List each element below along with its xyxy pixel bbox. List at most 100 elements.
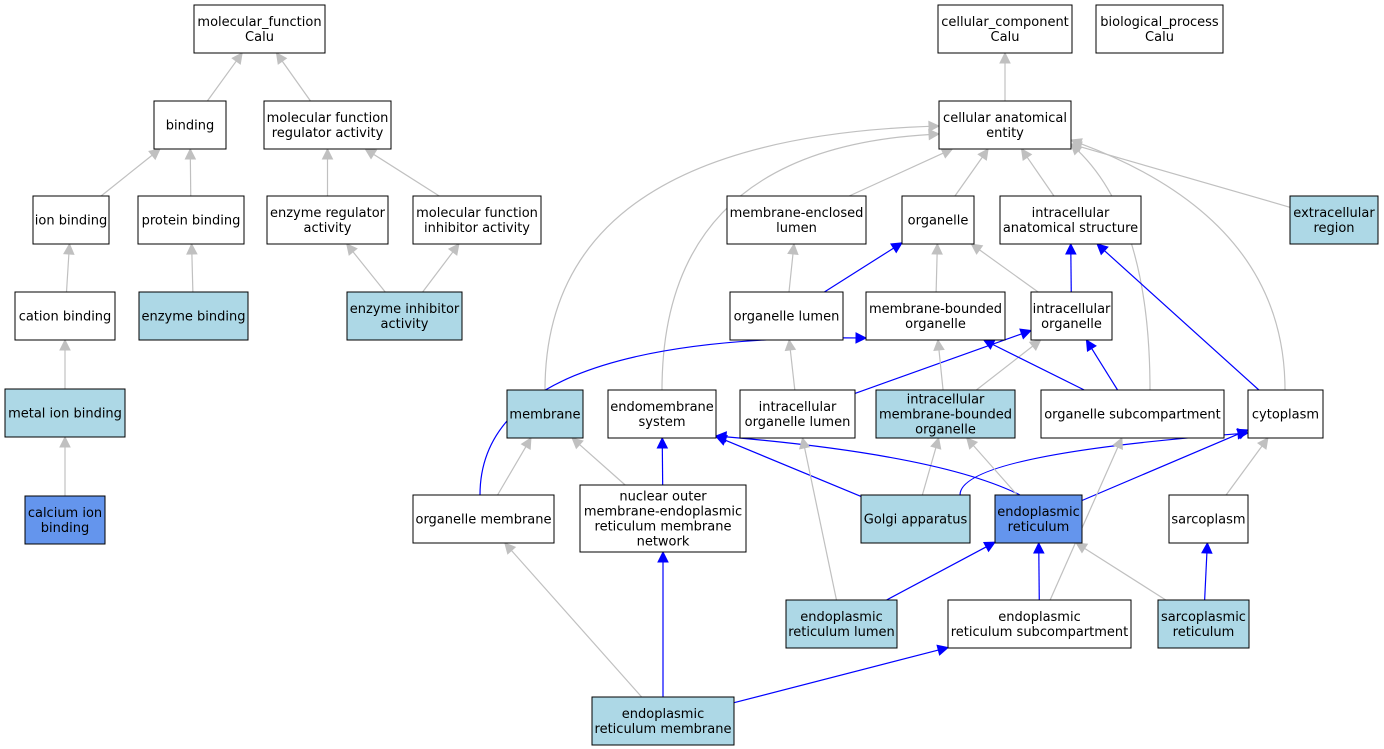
term-node-metal-ion-binding[interactable]: metal ion binding [4, 388, 126, 438]
term-label-line: ion binding [35, 214, 107, 229]
edge-org_sub-to-cae [1070, 143, 1151, 391]
edge-layer [59, 51, 1291, 704]
term-box [266, 195, 389, 245]
edge-er-to-cytoplasm [1081, 428, 1250, 502]
edge-arrowhead [571, 437, 584, 450]
term-label-line: organelle [905, 317, 966, 332]
term-node-nuclear-outer[interactable]: nuclear outermembrane-endoplasmicreticul… [579, 484, 747, 553]
edge-line [954, 156, 984, 197]
edge-cytoplasm-to-ias [1096, 243, 1260, 391]
edge-arrowhead [447, 243, 460, 256]
edge-arrowhead [1065, 242, 1077, 255]
edge-enzyme_binding-to-protein_binding [186, 242, 198, 293]
term-label-line: enzyme regulator [270, 206, 386, 221]
term-node-binding[interactable]: binding [153, 100, 227, 150]
term-label-line: sarcoplasm [1171, 513, 1245, 528]
edge-arrowhead [1096, 243, 1109, 256]
term-label-line: intracellular [907, 393, 985, 408]
edge-line [1079, 145, 1291, 208]
term-label-line: calcium ion [28, 506, 102, 521]
edge-arrowhead [1020, 148, 1033, 161]
edge-arrowhead [966, 437, 979, 450]
term-label-line: protein binding [142, 214, 241, 229]
edge-line [351, 250, 386, 293]
term-node-golgi[interactable]: Golgi apparatus [860, 494, 971, 544]
edge-line [921, 446, 937, 496]
term-node-organelle-lumen[interactable]: organelle lumen [729, 291, 844, 341]
term-label-line: organelle subcompartment [1044, 408, 1221, 423]
term-label-line: organelle lumen [745, 415, 851, 430]
term-node-enzyme-binding[interactable]: enzyme binding [138, 291, 249, 341]
edge-arrowhead [231, 52, 243, 65]
term-node-org-sub[interactable]: organelle subcompartment [1040, 389, 1225, 439]
term-box [14, 291, 116, 341]
term-label-line: reticulum lumen [788, 625, 895, 640]
term-label-line: network [637, 535, 690, 550]
edge-line [544, 125, 931, 391]
term-label-line: membrane-bounded [879, 408, 1012, 423]
edge-arrowhead [890, 242, 903, 254]
edge-cae-to-cellular_component [999, 51, 1011, 101]
edge-arrowhead [63, 242, 75, 255]
edge-line [789, 348, 796, 391]
edge-line [1225, 444, 1264, 496]
term-node-ion-binding[interactable]: ion binding [32, 195, 110, 245]
term-box [1157, 599, 1250, 649]
term-label-line: nuclear outer [619, 490, 707, 505]
edge-line [1103, 249, 1260, 391]
term-box [412, 494, 555, 544]
term-node-organelle[interactable]: organelle [901, 195, 975, 245]
edge-arrowhead [928, 120, 941, 133]
term-label-line: endomembrane [610, 400, 714, 415]
edge-calcium_ion_binding-to-metal_ion_binding [59, 435, 71, 496]
edge-line [824, 247, 895, 293]
term-box [937, 4, 1073, 54]
term-node-cation-binding[interactable]: cation binding [14, 291, 116, 341]
term-label-line: reticulum membrane [595, 722, 732, 737]
edge-arrowhead [184, 147, 197, 160]
edge-er_lumen-to-iol [798, 436, 838, 601]
edge-imbo-to-intra_org [975, 339, 1042, 391]
term-label-line: reticulum [1173, 625, 1235, 640]
term-label-line: system [639, 415, 686, 430]
term-node-sarcoplasm[interactable]: sarcoplasm [1168, 494, 1249, 544]
edge-arrowhead [931, 242, 943, 255]
edge-nuclear_outer-to-membrane [571, 437, 626, 486]
term-node-org-membrane[interactable]: organelle membrane [412, 494, 555, 544]
edge-ias-to-cae [1020, 148, 1055, 197]
term-node-protein-binding[interactable]: protein binding [137, 195, 245, 245]
edge-mf_regulator-to-molecular_function [275, 52, 311, 102]
edge-arrowhead [148, 148, 161, 161]
term-node-cytoplasm[interactable]: cytoplasm [1247, 389, 1324, 439]
term-box [1040, 389, 1225, 439]
term-node-membrane[interactable]: membrane [506, 389, 584, 439]
edge-er_sub-to-er [1033, 541, 1045, 601]
edge-line [1077, 149, 1151, 391]
term-box [739, 389, 856, 439]
term-label-line: activity [381, 317, 429, 332]
term-label-line: reticulum membrane [595, 520, 732, 535]
